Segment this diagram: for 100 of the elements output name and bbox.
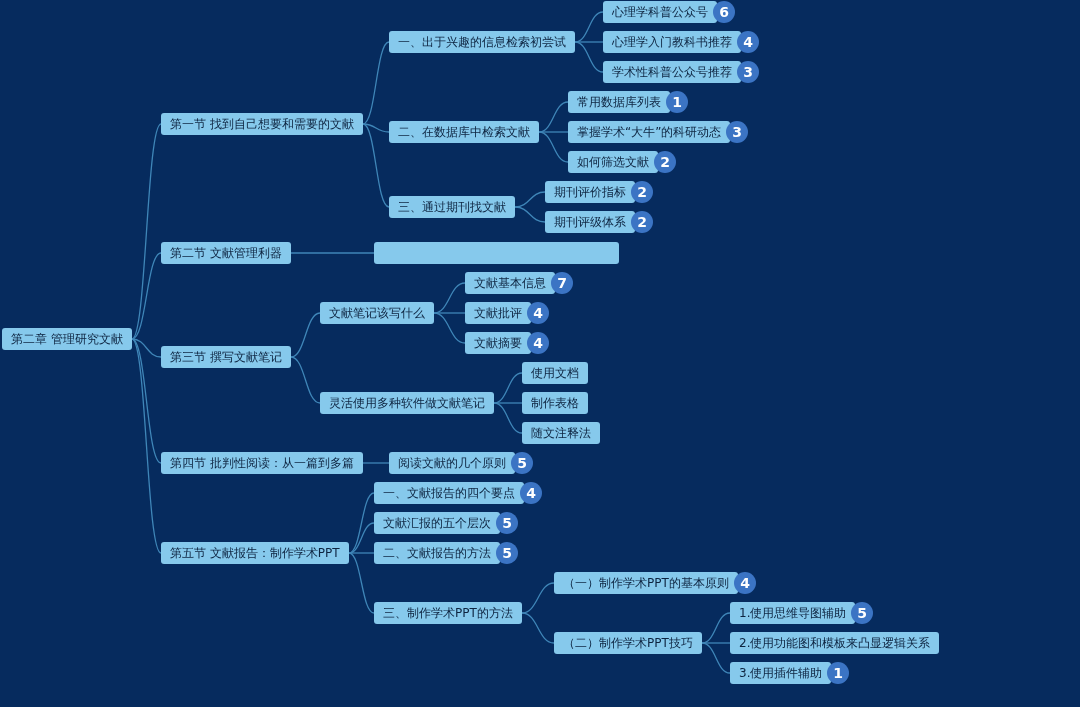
connector-line <box>362 41 390 125</box>
topic-text: 文献笔记该写什么 <box>329 306 425 320</box>
count-badge: 4 <box>520 482 542 504</box>
connector-line <box>493 402 523 404</box>
connector-line <box>362 123 390 133</box>
topic-text: （一）制作学术PPT的基本原则 <box>563 576 729 590</box>
connector-line <box>348 552 375 614</box>
count-badge: 3 <box>737 61 759 83</box>
count-badge: 3 <box>726 121 748 143</box>
topic-text: （二）制作学术PPT技巧 <box>563 636 693 650</box>
topic-text: 第一节 找到自己想要和需要的文献 <box>170 117 354 131</box>
topic-box <box>161 346 291 368</box>
topic-box <box>603 31 741 53</box>
topic-text: 心理学科普公众号 <box>612 5 708 19</box>
count-badge: 4 <box>734 572 756 594</box>
topic-box <box>389 121 539 143</box>
topic-text: 使用文档 <box>531 366 579 380</box>
topic-box <box>522 362 588 384</box>
count-badge: 2 <box>654 151 676 173</box>
empty-topic-box <box>374 242 619 264</box>
connector-line <box>701 642 731 674</box>
count-badge: 4 <box>527 302 549 324</box>
count-badge: 5 <box>511 452 533 474</box>
topic-box <box>389 31 575 53</box>
connector-line <box>290 356 321 404</box>
connector-line <box>514 206 546 223</box>
topic-box <box>522 422 600 444</box>
connector-line <box>362 462 390 464</box>
count-badge: 1 <box>827 662 849 684</box>
topic-box <box>603 1 717 23</box>
count-badge: 2 <box>631 211 653 233</box>
topic-box <box>161 242 291 264</box>
connector-line <box>514 191 546 208</box>
topic-box <box>522 392 588 414</box>
topic-text: 文献基本信息 <box>474 276 546 290</box>
topic-text: 掌握学术“大牛”的科研动态 <box>577 125 722 139</box>
topic-text: 1.使用思维导图辅助 <box>739 606 847 620</box>
count-badge: 6 <box>713 1 735 23</box>
count-badge: 4 <box>527 332 549 354</box>
topic-box <box>161 542 349 564</box>
topic-text: 心理学入门教科书推荐 <box>612 35 732 49</box>
topic-text: 第三节 撰写文献笔记 <box>170 350 282 364</box>
connector-line <box>493 402 523 434</box>
topic-box <box>568 121 731 143</box>
topic-text: 文献汇报的五个层次 <box>383 516 491 530</box>
topic-text: 二、在数据库中检索文献 <box>398 125 530 139</box>
topic-text: 期刊评级体系 <box>554 215 626 229</box>
topic-text: 二、文献报告的方法 <box>383 546 491 560</box>
topic-text: 第四节 批判性阅读：从一篇到多篇 <box>170 456 354 470</box>
count-badge: 5 <box>496 512 518 534</box>
topic-text: 第五节 文献报告：制作学术PPT <box>170 546 340 560</box>
count-badge: 2 <box>631 181 653 203</box>
topic-text: 期刊评价指标 <box>554 185 626 199</box>
topic-box <box>603 61 741 83</box>
connector-line <box>131 123 162 340</box>
connector-line <box>701 642 731 644</box>
topic-box <box>568 91 670 113</box>
connector-line <box>574 41 604 73</box>
topic-box <box>545 211 635 233</box>
topic-text: 第二章 管理研究文献 <box>11 332 123 346</box>
topic-text: 第二节 文献管理利器 <box>170 246 282 260</box>
count-badge: 4 <box>737 31 759 53</box>
topic-box <box>389 196 515 218</box>
topic-text: 三、通过期刊找文献 <box>398 200 506 214</box>
topic-text: 常用数据库列表 <box>577 95 661 109</box>
connector-line <box>131 338 162 554</box>
topic-text: 2.使用功能图和模板来凸显逻辑关系 <box>739 636 931 650</box>
topic-box <box>2 328 132 350</box>
connector-line <box>131 252 162 340</box>
count-badge: 7 <box>551 272 573 294</box>
topic-text: 如何筛选文献 <box>577 155 649 169</box>
topic-box <box>545 181 635 203</box>
topic-box <box>320 392 494 414</box>
topic-text: 一、文献报告的四个要点 <box>383 486 515 500</box>
topic-box <box>374 602 522 624</box>
topic-box <box>730 662 832 684</box>
topic-box <box>465 332 531 354</box>
topic-box <box>389 452 515 474</box>
topic-box <box>554 572 738 594</box>
connector-line <box>538 131 569 133</box>
topic-text: 学术性科普公众号推荐 <box>612 65 732 79</box>
topic-box <box>374 482 524 504</box>
connector-line <box>538 131 569 163</box>
topic-box <box>161 113 363 135</box>
connector-line <box>521 582 555 614</box>
count-badge: 1 <box>666 91 688 113</box>
topic-box <box>730 602 856 624</box>
topic-text: 三、制作学术PPT的方法 <box>383 606 513 620</box>
connector-line <box>574 41 604 43</box>
count-badge: 5 <box>496 542 518 564</box>
topic-box <box>554 632 702 654</box>
connector-line <box>131 338 162 358</box>
topic-box <box>374 512 500 534</box>
count-badge: 5 <box>851 602 873 624</box>
topic-text: 随文注释法 <box>531 426 591 440</box>
topic-text: 阅读文献的几个原则 <box>398 456 506 470</box>
connector-line <box>131 338 162 464</box>
topic-box <box>320 302 434 324</box>
connector-line <box>348 492 375 554</box>
topic-text: 3.使用插件辅助 <box>739 666 823 680</box>
